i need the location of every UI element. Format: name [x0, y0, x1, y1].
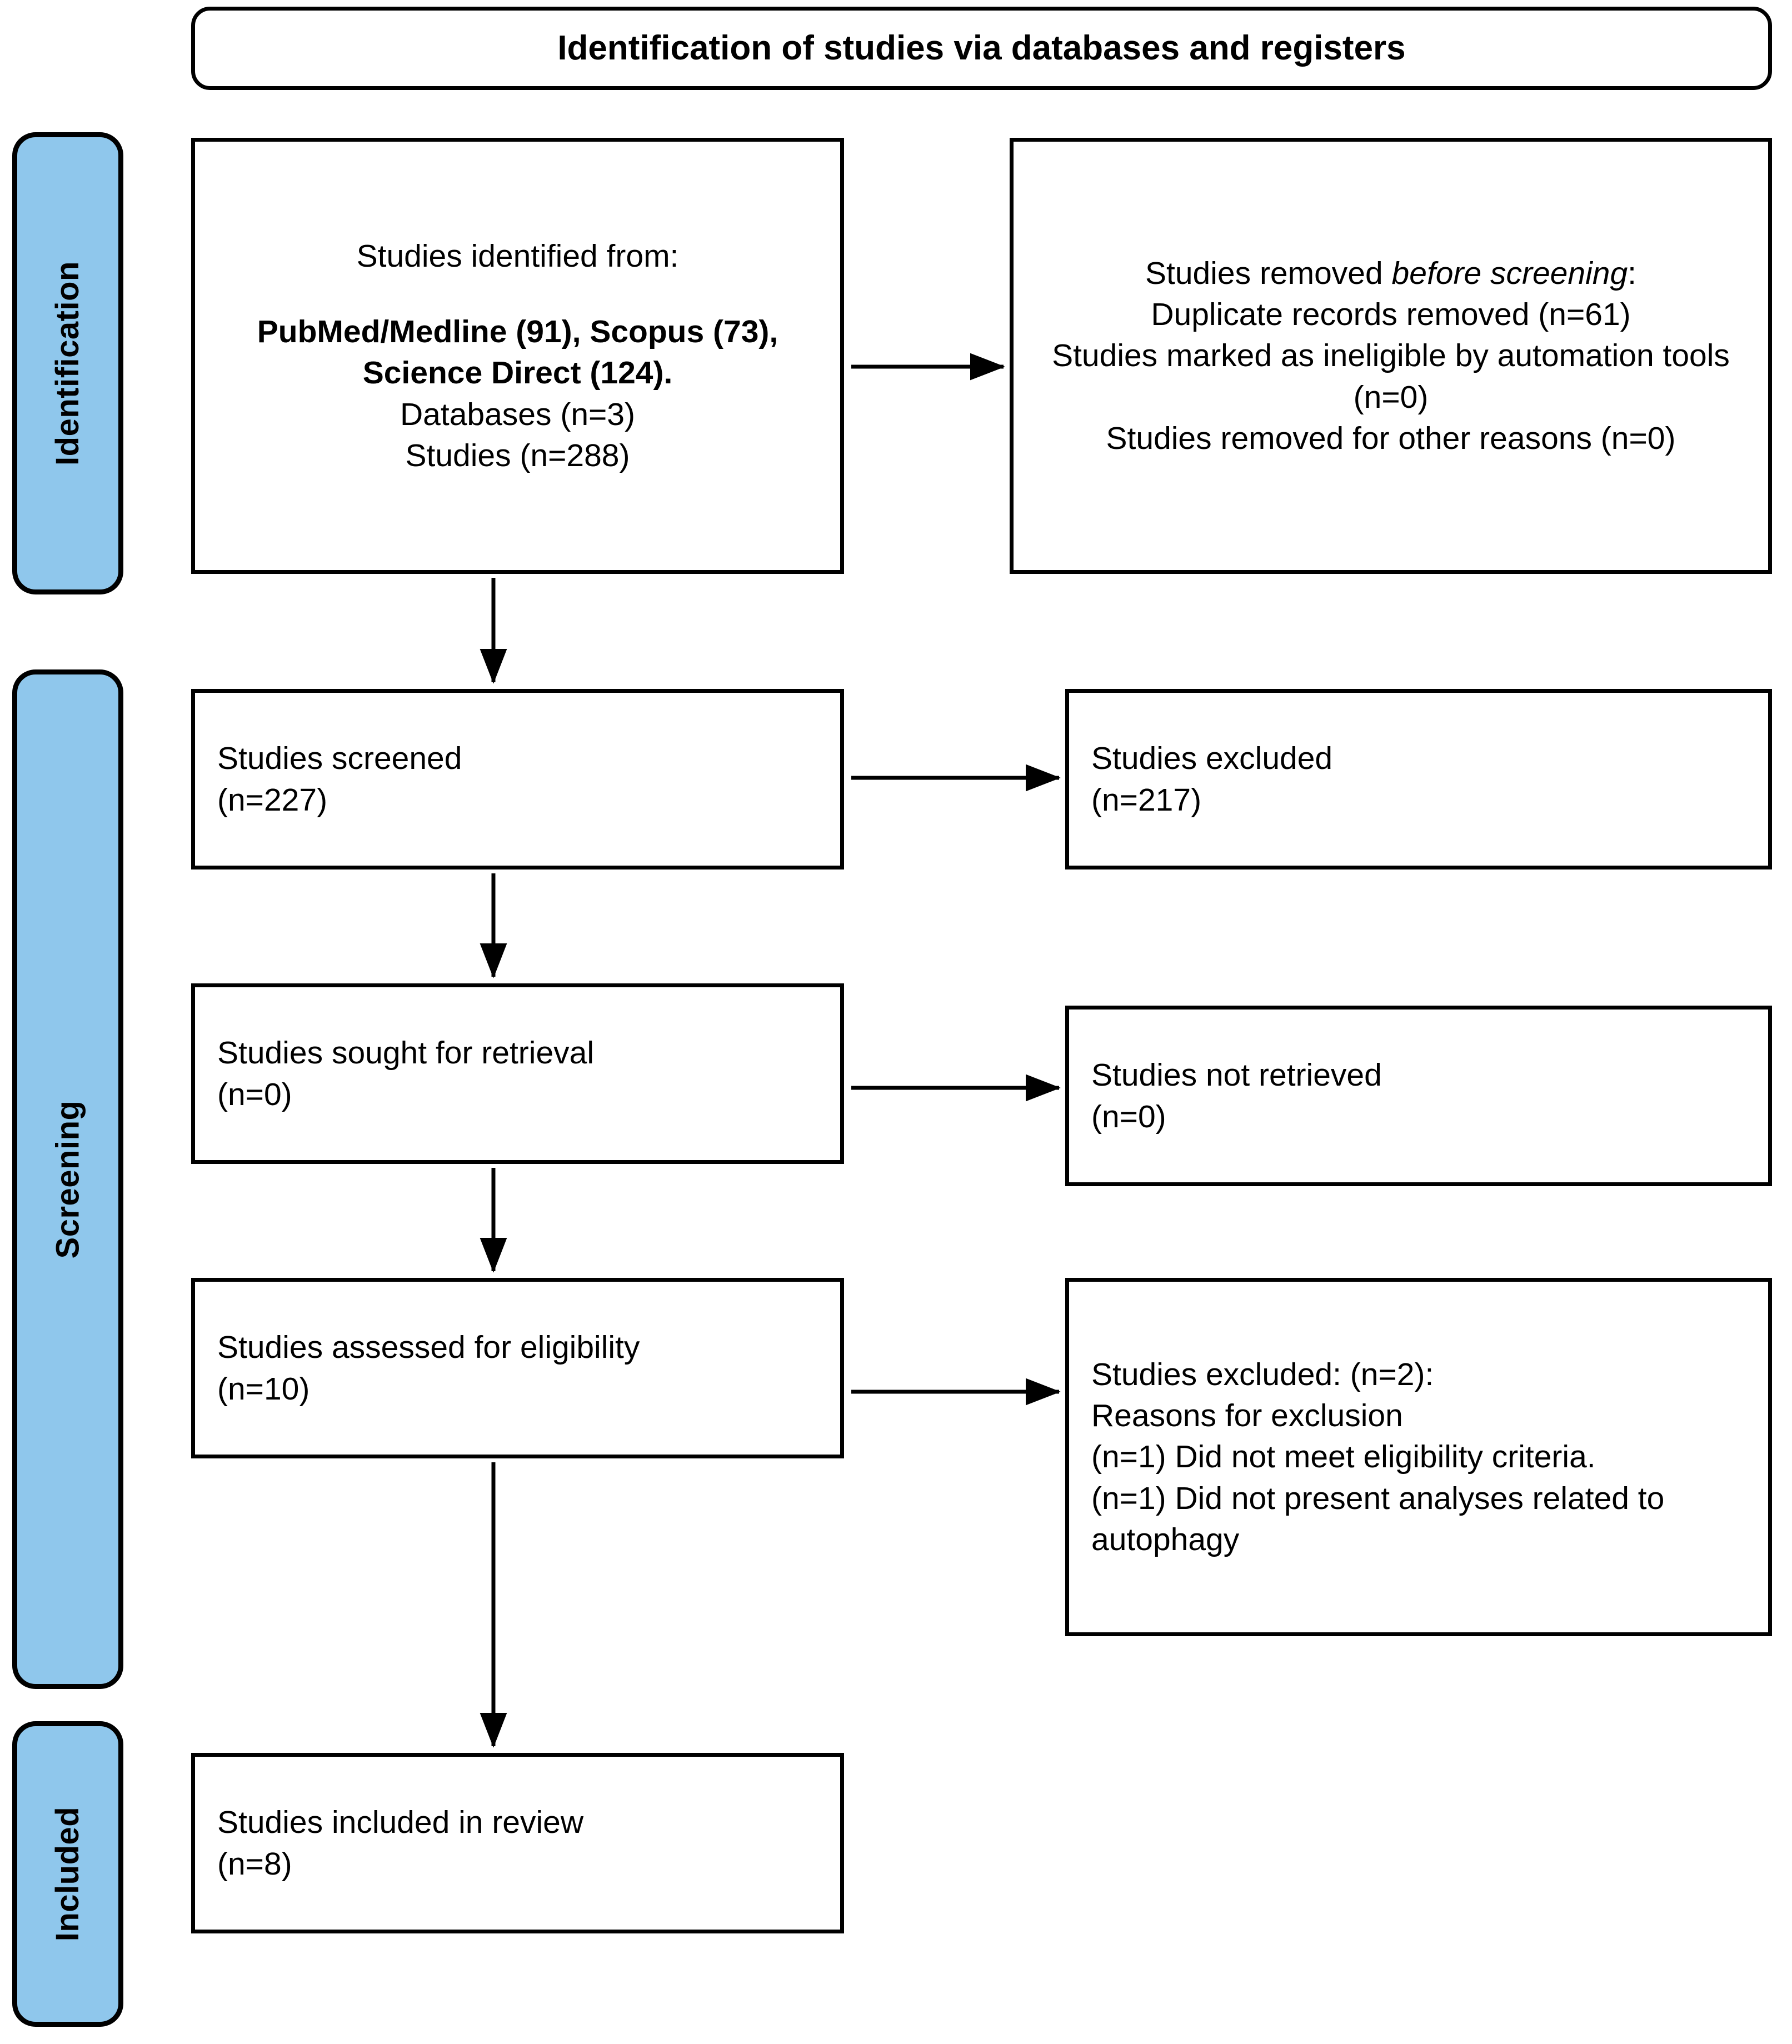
- diagram-header-title: Identification of studies via databases …: [557, 28, 1406, 67]
- studies-identified-line-1: Studies identified from:: [356, 238, 679, 274]
- excluded-reasons-item-1: (n=1) Did not meet eligibility criteria.: [1091, 1439, 1596, 1475]
- box-studies-excluded: Studies excluded (n=217): [1065, 689, 1772, 869]
- studies-removed-heading-prefix: Studies removed: [1145, 256, 1392, 292]
- excluded-reasons-subheading: Reasons for exclusion: [1091, 1398, 1403, 1434]
- studies-removed-other: Studies removed for other reasons (n=0): [1106, 420, 1676, 456]
- studies-assessed-label: Studies assessed for eligibility: [217, 1330, 640, 1366]
- studies-assessed-count: (n=10): [217, 1371, 310, 1407]
- box-studies-included-review: Studies included in review (n=8): [191, 1753, 844, 1933]
- phase-tab-identification-label: Identification: [49, 261, 86, 466]
- studies-removed-automation: Studies marked as ineligible by automati…: [1052, 338, 1739, 415]
- box-studies-assessed-eligibility: Studies assessed for eligibility (n=10): [191, 1278, 844, 1458]
- studies-not-retrieved-count: (n=0): [1091, 1098, 1166, 1135]
- excluded-reasons-heading: Studies excluded: (n=2):: [1091, 1357, 1434, 1393]
- box-studies-sought-retrieval: Studies sought for retrieval (n=0): [191, 983, 844, 1164]
- studies-removed-heading-suffix: :: [1628, 256, 1636, 292]
- phase-tab-screening-label: Screening: [49, 1100, 86, 1258]
- phase-tab-included: Included: [12, 1721, 123, 2027]
- box-studies-removed-before-screening: Studies removed before screening: Duplic…: [1010, 138, 1772, 574]
- phase-tab-screening: Screening: [12, 669, 123, 1689]
- studies-included-label: Studies included in review: [217, 1805, 584, 1841]
- studies-identified-databases: Databases (n=3): [400, 396, 635, 432]
- box-studies-not-retrieved: Studies not retrieved (n=0): [1065, 1006, 1772, 1186]
- box-studies-excluded-reasons: Studies excluded: (n=2): Reasons for exc…: [1065, 1278, 1772, 1636]
- phase-tab-identification: Identification: [12, 132, 123, 594]
- studies-excluded-count: (n=217): [1091, 782, 1202, 818]
- studies-excluded-label: Studies excluded: [1091, 741, 1333, 777]
- studies-identified-sources: PubMed/Medline (91), Scopus (73), Scienc…: [257, 314, 787, 391]
- studies-included-count: (n=8): [217, 1846, 292, 1882]
- studies-screened-label: Studies screened: [217, 741, 462, 777]
- diagram-header: Identification of studies via databases …: [191, 7, 1772, 90]
- studies-sought-label: Studies sought for retrieval: [217, 1035, 595, 1071]
- studies-removed-heading: Studies removed before screening:: [1145, 253, 1636, 294]
- excluded-reasons-item-2: (n=1) Did not present analyses related t…: [1091, 1480, 1674, 1557]
- phase-tab-included-label: Included: [49, 1806, 86, 1942]
- studies-removed-heading-italic: before screening: [1391, 256, 1628, 292]
- box-studies-screened: Studies screened (n=227): [191, 689, 844, 869]
- box-studies-identified: Studies identified from: PubMed/Medline …: [191, 138, 844, 574]
- studies-screened-count: (n=227): [217, 782, 328, 818]
- studies-sought-count: (n=0): [217, 1076, 292, 1112]
- studies-removed-duplicates: Duplicate records removed (n=61): [1151, 297, 1631, 333]
- studies-not-retrieved-label: Studies not retrieved: [1091, 1057, 1382, 1093]
- studies-identified-studies: Studies (n=288): [405, 437, 630, 473]
